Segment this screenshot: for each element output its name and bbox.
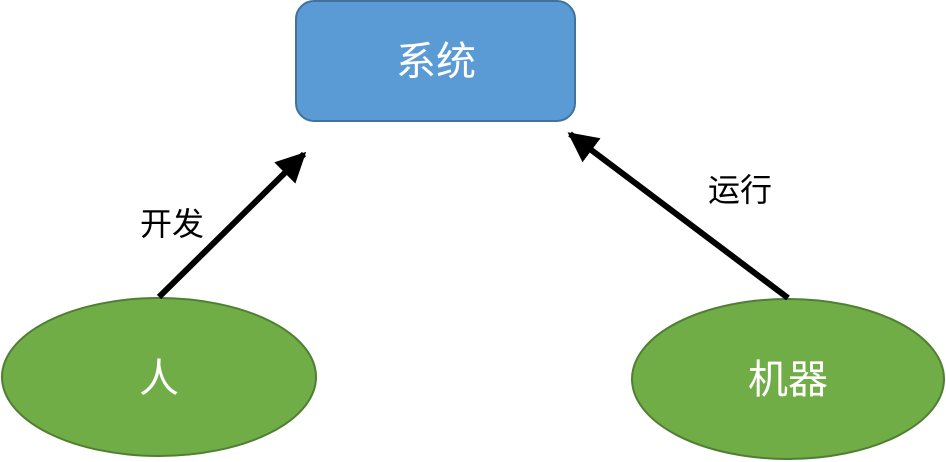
machine-node-ellipse: [631, 298, 945, 460]
human-node-ellipse: [1, 297, 317, 457]
run-arrow: [567, 131, 790, 301]
develop-arrow: [156, 151, 307, 300]
machine-node: 机器: [631, 298, 945, 460]
machine-node-label: 机器: [748, 357, 828, 403]
run-edge: 运行: [567, 131, 790, 301]
system-node-box: [295, 0, 576, 122]
develop-edge: 开发: [140, 151, 307, 300]
develop-edge-label: 开发: [140, 205, 204, 243]
human-node: 人: [1, 297, 317, 457]
system-node-label: 系统: [396, 39, 476, 85]
human-node-label: 人: [139, 356, 179, 402]
system-node: 系统: [295, 0, 576, 122]
run-edge-label: 运行: [708, 171, 772, 209]
